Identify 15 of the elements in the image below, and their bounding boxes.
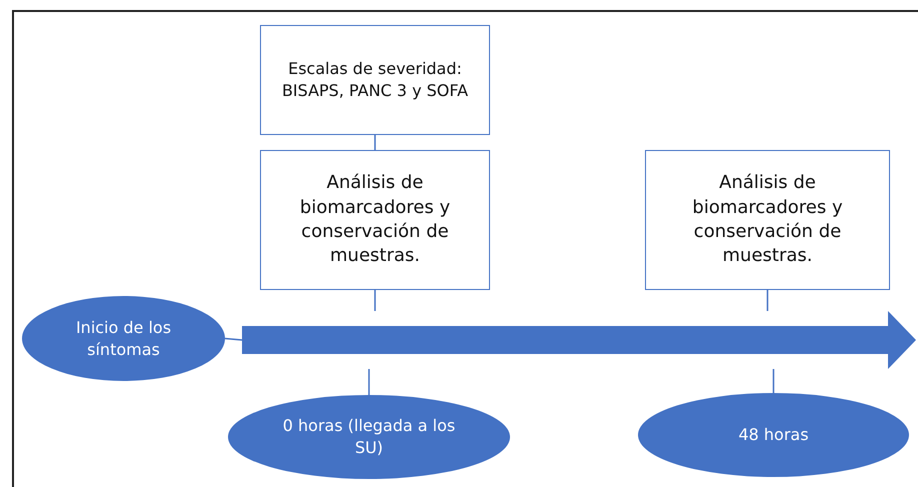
connector-line — [224, 338, 242, 341]
step-box — [260, 25, 490, 135]
node-text: Análisis de biomarcadores y conservación de muestras. — [298, 171, 452, 268]
node-text: 48 horas — [738, 424, 809, 446]
node-text: Inicio de los síntomas — [74, 316, 172, 360]
connector-line — [374, 290, 376, 311]
connector-line — [368, 369, 370, 395]
connector-line — [766, 290, 768, 311]
step-box — [645, 150, 890, 290]
node-text: Análisis de biomarcadores y conservación de muestras. — [691, 171, 844, 268]
connector-line — [772, 369, 774, 393]
node-text: 0 horas (llegada a los SU) — [282, 415, 456, 459]
step-box — [260, 150, 490, 290]
connector-line — [374, 135, 376, 150]
node-text: Escalas de severidad: BISAPS, PANC 3 y SOFA — [280, 58, 470, 102]
